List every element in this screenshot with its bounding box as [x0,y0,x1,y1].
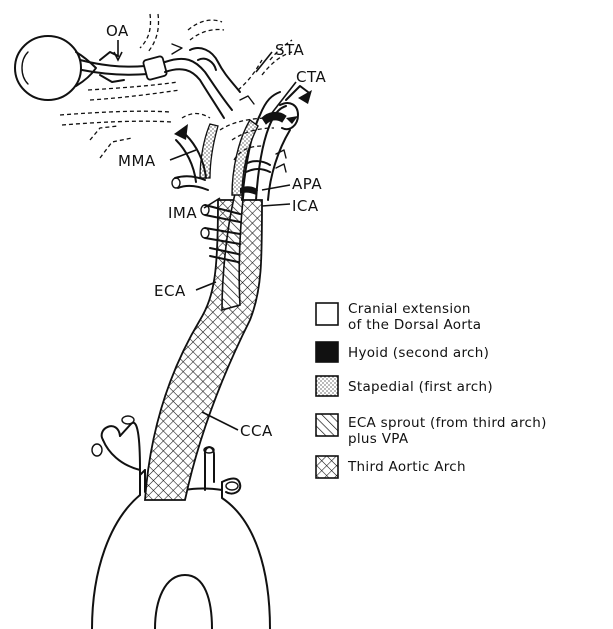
legend-label: plus VPA [348,431,409,447]
label-mma: MMA [118,152,156,170]
legend-swatch-crosshatch [316,456,338,478]
eye-icon [15,36,96,100]
cca-vessel [145,200,262,500]
legend-label: Stapedial (first arch) [348,379,493,395]
legend-swatch-dots [316,376,338,396]
black-arrowhead [174,124,188,140]
legend-swatch-hatch [316,414,338,436]
legend-swatch-black [316,342,338,362]
label-cca: CCA [240,422,273,440]
legend-label: Third Aortic Arch [347,459,466,475]
legend-label: Hyoid (second arch) [348,345,489,361]
label-ica: ICA [292,197,319,215]
legend: Cranial extension of the Dorsal Aorta Hy… [316,301,547,478]
legend-swatch-white [316,303,338,325]
label-apa: APA [292,175,322,193]
black-arrowhead [298,90,312,104]
label-sta: STA [275,41,305,59]
mma-stapedial [200,124,218,178]
legend-label: of the Dorsal Aorta [348,317,481,333]
label-eca: ECA [154,282,186,300]
label-cta: CTA [296,68,326,86]
label-ima: IMA [168,204,197,222]
legend-label: Cranial extension [348,301,471,317]
label-oa: OA [106,22,129,40]
hyoid-artery [262,112,286,124]
legend-label: ECA sprout (from third arch) [348,415,547,431]
